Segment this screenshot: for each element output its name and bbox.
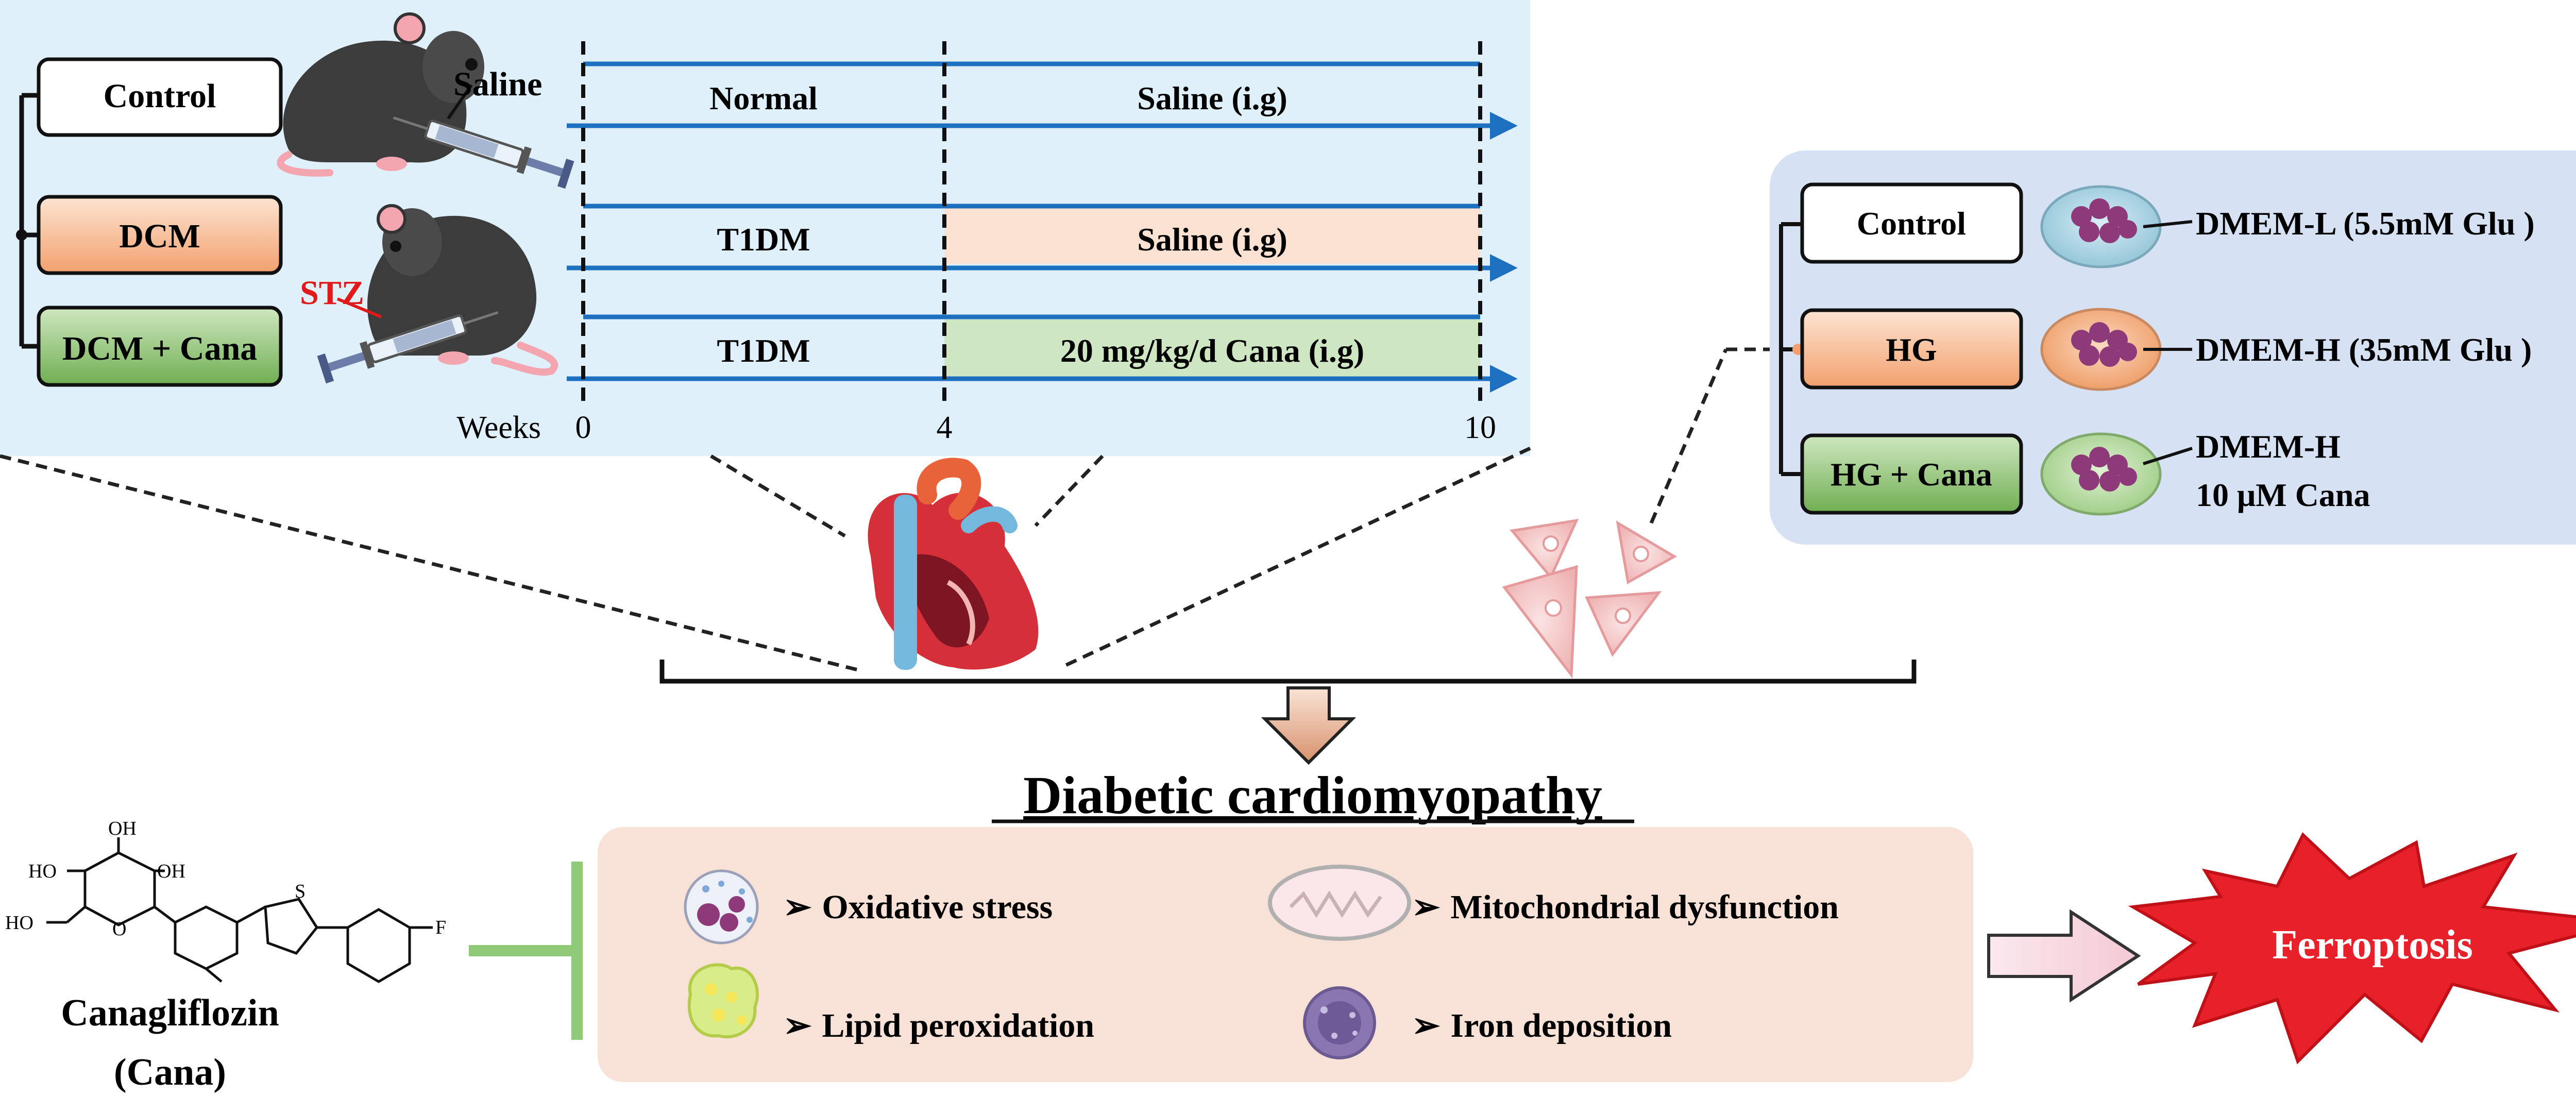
saline-pointer: [447, 84, 473, 120]
bracket-dot: [16, 229, 27, 241]
cardiomyocyte-cells-icon: [1502, 518, 1677, 679]
atom-f: F: [435, 917, 446, 938]
oxidative-stress-icon: [684, 869, 759, 945]
heart-icon: [868, 458, 1039, 670]
feature-lipid-peroxidation: ➢Lipid peroxidation: [783, 1007, 1094, 1044]
syringe-icon: [317, 311, 499, 384]
group-box-control: Control: [1800, 182, 2023, 264]
group-label-control: Control: [104, 77, 216, 115]
mouse-icon: [277, 12, 484, 177]
group-label-dcm-cana: DCM + Cana: [62, 330, 258, 367]
lipid-peroxidation-icon: [687, 963, 759, 1039]
week-tick-label: 4: [937, 410, 953, 445]
stz-label: STZ: [300, 274, 364, 312]
period-label-t1dm: T1DM: [717, 332, 810, 369]
invitro-panel: Control HG HG + Cana DMEM-L (5.5mM: [1770, 150, 2576, 545]
atom-oh: OH: [108, 818, 137, 839]
ferroptosis-burst-icon: Ferroptosis: [2128, 832, 2576, 1065]
atom-oh: OH: [157, 861, 185, 882]
features-background: [598, 827, 1973, 1082]
period-label-saline: Saline (i.g): [1137, 80, 1287, 116]
inhibition-bar: [469, 862, 583, 1040]
media-label-dmem-l: DMEM-L (5.5mM Glu ): [2196, 205, 2535, 242]
syringe-icon: [393, 116, 574, 189]
outcome-label: Ferroptosis: [2272, 922, 2473, 968]
group-box-hg: HG: [1800, 308, 2023, 390]
invivo-panel: Control DCM DCM + Cana: [0, 0, 1530, 456]
media-label-cana-dose: 10 μM Cana: [2196, 477, 2370, 513]
feature-oxidative-stress: ➢Oxidative stress: [783, 888, 1053, 926]
saline-period-dcm: [944, 206, 1480, 264]
period-label-saline: Saline (i.g): [1137, 221, 1287, 258]
down-arrow-icon: [1261, 686, 1357, 765]
atom-o: O: [112, 918, 126, 940]
group-box-dcm-cana: DCM + Cana: [37, 306, 283, 387]
group-box-hg-cana: HG + Cana: [1800, 433, 2023, 515]
canagliflozin-structure: OH HO OH HO O S F Canagliflozin (Cana): [5, 818, 446, 1093]
atom-ho: HO: [28, 861, 57, 882]
period-label-t1dm: T1DM: [717, 221, 810, 258]
weeks-label: Weeks: [456, 410, 541, 445]
group-label-hg: HG: [1886, 331, 1937, 368]
group-label-dcm: DCM: [119, 217, 200, 255]
stz-pointer: [336, 297, 382, 318]
group-label-hg-cana: HG + Cana: [1831, 456, 1992, 493]
right-arrow-icon: [1987, 909, 2141, 1003]
features-panel: ➢Oxidative stress ➢Mitochondrial dysfunc…: [598, 827, 1973, 1082]
feature-iron-deposition: ➢Iron deposition: [1412, 1007, 1672, 1044]
main-title: Diabetic cardiomyopathy: [1023, 766, 1602, 825]
iron-deposition-icon: [1303, 986, 1376, 1059]
group-box-control: Control: [37, 57, 283, 137]
convergence-bracket: [659, 660, 1917, 684]
cana-period: [944, 319, 1480, 377]
petri-dish-icon: [2040, 185, 2162, 268]
media-label-dmem-h: DMEM-H (35mM Glu ): [2196, 331, 2532, 368]
atom-ho: HO: [5, 912, 33, 934]
media-label-dmem-h: DMEM-H: [2196, 428, 2341, 465]
period-label-normal: Normal: [709, 80, 818, 116]
group-box-dcm: DCM: [37, 195, 283, 275]
petri-dish-icon: [2040, 432, 2162, 516]
drug-name: Canagliflozin: [61, 992, 279, 1034]
period-label-cana: 20 mg/kg/d Cana (i.g): [1060, 332, 1364, 369]
mouse-icon: [367, 204, 558, 376]
week-tick-label: 10: [1464, 410, 1496, 445]
invitro-group-bracket: [1779, 222, 1802, 476]
petri-dish-icon: [2040, 308, 2162, 391]
group-label-control: Control: [1857, 205, 1966, 242]
drug-abbreviation: (Cana): [114, 1051, 226, 1093]
timeline: Normal Saline (i.g) T1DM Saline (i.g) T1…: [456, 41, 1518, 445]
atom-s: S: [295, 881, 306, 902]
saline-label: Saline: [453, 65, 542, 103]
week-tick-label: 0: [575, 410, 591, 445]
media-pointers: [2143, 220, 2193, 465]
mitochondria-icon: [1268, 865, 1411, 941]
feature-mitochondrial-dysfunction: ➢Mitochondrial dysfunction: [1412, 888, 1839, 926]
